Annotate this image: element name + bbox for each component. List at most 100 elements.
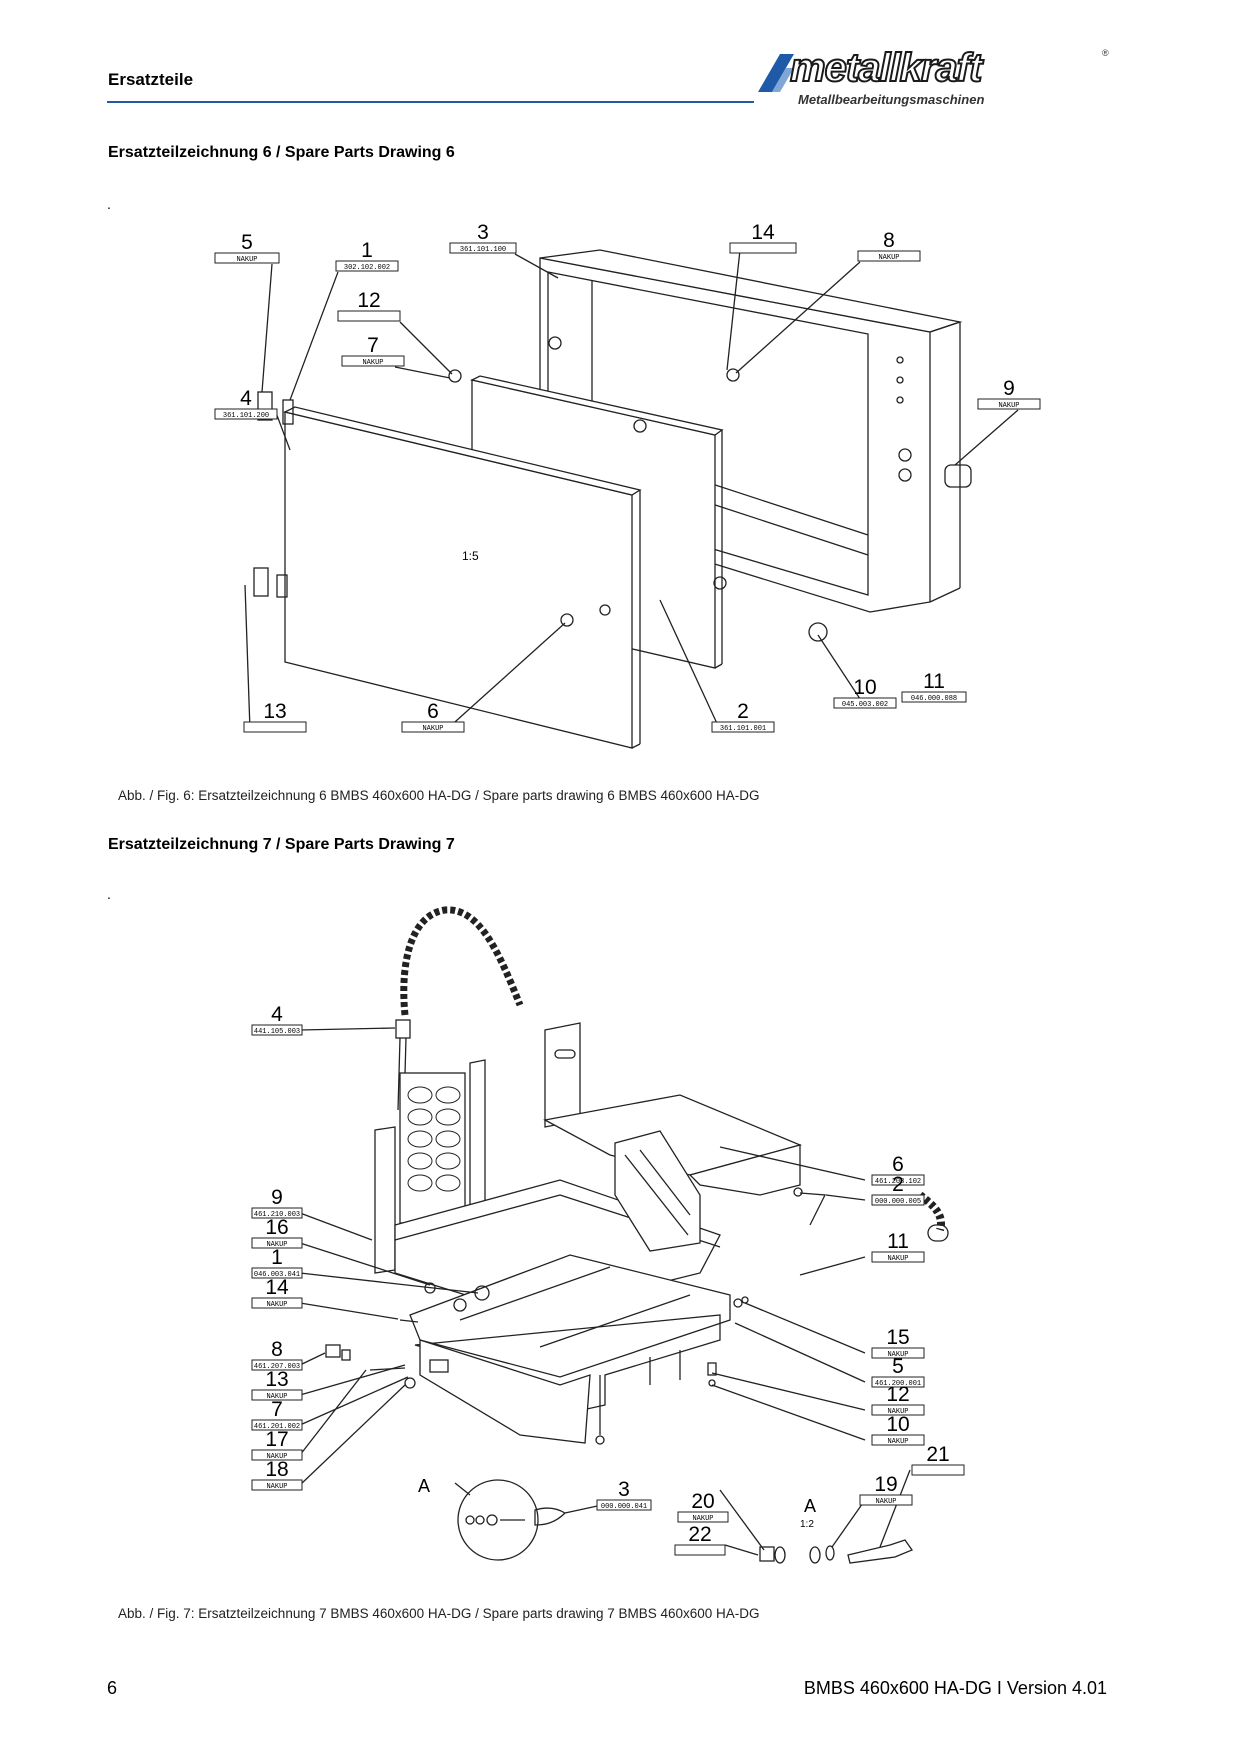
drawing7-right-callout-5: 5 461.200.001 — [871, 1355, 925, 1388]
part-tag-box — [251, 1024, 303, 1036]
metallkraft-logo: metallkraft ® Metallbearbeitungsmaschine… — [756, 44, 1116, 114]
callout-number: 12 — [357, 289, 380, 312]
part-number: 046.003.041 — [254, 1271, 300, 1279]
section6-dot: . — [107, 196, 111, 212]
part-number: 361.101.100 — [460, 246, 506, 254]
part-number: 361.101.001 — [720, 725, 766, 733]
callout-number: 3 — [618, 1478, 630, 1501]
part-number: 361.101.200 — [223, 412, 269, 420]
part-number: NAKUP — [887, 1255, 908, 1263]
callout-number: 20 — [691, 1490, 714, 1513]
part-number: NAKUP — [362, 359, 383, 367]
part-number: NAKUP — [266, 1241, 287, 1249]
part-tag-box — [251, 1237, 303, 1249]
part-tag-box — [596, 1499, 652, 1511]
part-tag-box — [729, 242, 797, 254]
part-tag-box — [711, 721, 775, 733]
callout-number: 5 — [892, 1355, 904, 1378]
drawing6-callout-14: 14 — [729, 221, 797, 254]
logo-registered-mark: ® — [1102, 48, 1109, 58]
callout-number: 22 — [688, 1523, 711, 1546]
callouts-drawing-7: 4441.105.0039461.210.00316NAKUP1046.003.… — [251, 1003, 965, 1556]
callout-number: 12 — [886, 1383, 909, 1406]
callout-number: 6 — [427, 700, 439, 723]
callout-number: 11 — [923, 670, 945, 693]
figure7-caption: Abb. / Fig. 7: Ersatzteilzeichnung 7 BMB… — [118, 1606, 760, 1621]
part-number: NAKUP — [887, 1408, 908, 1416]
spare-parts-drawing-7: A A 1:2 4441.105.0039461.210.00316NAKUP1… — [251, 906, 965, 1564]
detail-a-label: A — [418, 1476, 430, 1496]
callout-number: 8 — [271, 1338, 283, 1361]
part-tag-box — [871, 1434, 925, 1446]
drawing7-right-callout-22: 22 — [674, 1523, 726, 1556]
callout-number: 14 — [751, 221, 775, 244]
callout-number: 7 — [271, 1398, 283, 1421]
part-tag-box — [871, 1404, 925, 1416]
part-tag-box — [857, 250, 921, 262]
part-tag-box — [251, 1449, 303, 1461]
part-number: NAKUP — [266, 1393, 287, 1401]
part-tag-box — [871, 1376, 925, 1388]
section7-title: Ersatzteilzeichnung 7 / Spare Parts Draw… — [108, 836, 455, 853]
logo-word: metallkraft — [789, 45, 983, 91]
section7-dot: . — [107, 886, 111, 902]
part-number: 461.203.102 — [875, 1178, 921, 1186]
page-header-title: Ersatzteile — [108, 70, 194, 89]
detail-scale-label: 1:2 — [800, 1519, 814, 1530]
part-tag-box — [251, 1389, 303, 1401]
logo-subtitle: Metallbearbeitungsmaschinen — [798, 92, 985, 107]
part-number: NAKUP — [998, 402, 1019, 410]
callout-number: 6 — [892, 1153, 904, 1176]
part-tag-box — [335, 260, 399, 272]
part-tag-box — [859, 1494, 913, 1506]
part-tag-box — [401, 721, 465, 733]
drawing6-callout-11: 11 046.000.088 — [901, 670, 967, 703]
part-tag-box — [251, 1419, 303, 1431]
part-number: 441.105.003 — [254, 1028, 300, 1036]
callout-number: 14 — [265, 1276, 289, 1299]
callout-number: 17 — [265, 1428, 288, 1451]
part-tag-box — [833, 697, 897, 709]
callout-number: 18 — [265, 1458, 288, 1481]
callout-number: 1 — [271, 1246, 283, 1269]
logo-mark-icon — [758, 54, 794, 92]
callout-number: 15 — [886, 1326, 909, 1349]
part-number: 000.000.005 — [875, 1198, 921, 1206]
callout-number: 2 — [892, 1173, 904, 1196]
drawing7-right-callout-6: 6 461.203.102 — [871, 1153, 925, 1186]
part-number: NAKUP — [266, 1453, 287, 1461]
callout-number: 3 — [477, 221, 489, 244]
part-number: 046.000.088 — [911, 695, 957, 703]
callout-number: 5 — [241, 231, 253, 254]
part-number: NAKUP — [692, 1515, 713, 1523]
callout-number: 9 — [1003, 377, 1015, 400]
part-tag-box — [251, 1479, 303, 1491]
part-number: 461.200.001 — [875, 1380, 921, 1388]
part-tag-box — [251, 1207, 303, 1219]
part-tag-box — [911, 1464, 965, 1476]
part-number: NAKUP — [266, 1301, 287, 1309]
part-tag-box — [251, 1359, 303, 1371]
part-number: NAKUP — [887, 1438, 908, 1446]
drawing6-callout-13: 13 — [243, 700, 307, 733]
scale-label: 1:5 — [462, 549, 479, 563]
callout-number: 13 — [263, 700, 286, 723]
